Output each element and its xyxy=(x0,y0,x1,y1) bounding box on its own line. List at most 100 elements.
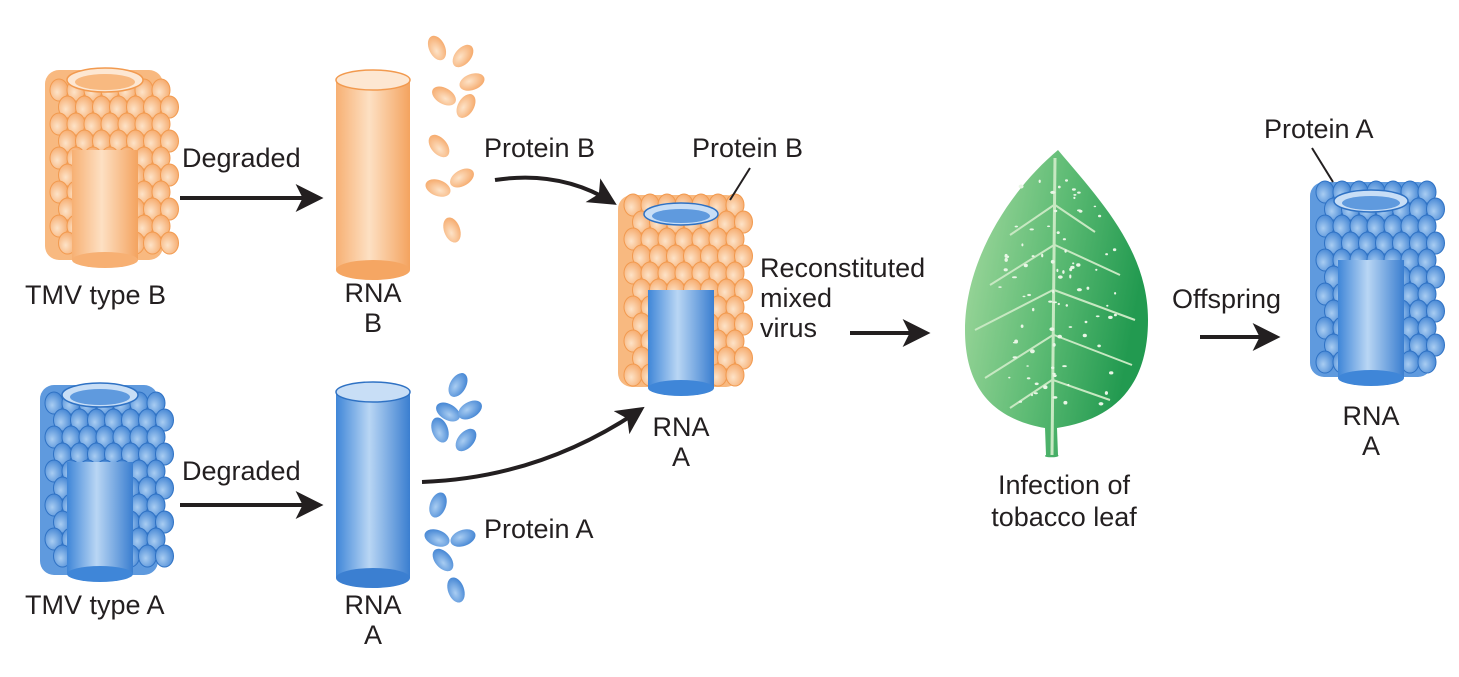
lesion-speck xyxy=(1064,249,1067,253)
arrow-rna-a-to-mixed xyxy=(421,406,645,484)
lesion-speck xyxy=(1105,253,1108,256)
label-rna-a-line2: A xyxy=(364,620,382,650)
label-offspring-rna-line1: RNA xyxy=(1342,401,1399,431)
lesion-speck xyxy=(1023,263,1028,268)
lesion-speck xyxy=(1098,214,1102,218)
lesion-speck xyxy=(1097,344,1101,348)
label-mixed-rna-line1: RNA xyxy=(652,412,709,442)
lesion-speck xyxy=(1056,231,1060,235)
lesion-speck xyxy=(1062,365,1067,368)
label-degraded-bottom: Degraded xyxy=(182,456,301,486)
lesion-speck xyxy=(1052,301,1058,304)
lesion-speck xyxy=(1048,300,1053,303)
lesion-speck xyxy=(1076,288,1082,292)
tmv-type-b-virus xyxy=(45,67,179,268)
protein-subunit xyxy=(155,510,174,534)
lesion-speck xyxy=(1047,225,1051,228)
lesion-speck xyxy=(1027,293,1031,297)
tobacco-leaf xyxy=(965,150,1148,458)
lesion-speck xyxy=(1012,356,1018,359)
lesion-speck xyxy=(1062,270,1065,274)
lesion-speck xyxy=(1052,289,1055,294)
protein-subunit xyxy=(734,210,753,234)
lesion-speck xyxy=(998,286,1002,288)
lesion-speck xyxy=(1012,276,1017,279)
lesion-speck xyxy=(1004,257,1008,262)
lesion-speck xyxy=(1065,304,1069,307)
protein-subunit xyxy=(1417,214,1437,238)
lesion-speck xyxy=(1051,366,1055,370)
lesion-speck xyxy=(1057,275,1063,279)
free-protein-b-drops xyxy=(425,35,485,243)
lesion-speck xyxy=(1095,268,1098,271)
lesion-speck xyxy=(1056,268,1059,273)
lesion-speck xyxy=(1072,262,1075,265)
mixed-virus xyxy=(618,193,753,396)
label-protein-a-free: Protein A xyxy=(484,514,594,544)
lesion-speck xyxy=(1018,184,1024,189)
lesion-speck xyxy=(1022,295,1026,298)
lesion-speck xyxy=(1004,253,1008,258)
lesion-speck xyxy=(1030,349,1035,354)
lesion-speck xyxy=(1068,326,1073,328)
protein-subunit xyxy=(734,312,753,336)
lesion-speck xyxy=(1029,228,1034,231)
lesion-speck xyxy=(1018,400,1023,403)
lesion-speck xyxy=(1052,372,1056,375)
lesion-speck xyxy=(1113,313,1117,317)
protein-subunit xyxy=(151,78,171,102)
lesion-speck xyxy=(1063,400,1068,405)
lesion-speck xyxy=(1070,265,1075,269)
lesion-speck xyxy=(1106,304,1109,307)
lesion-speck xyxy=(1052,374,1057,377)
label-tmv-type-b: TMV type B xyxy=(25,280,166,310)
lesion-speck xyxy=(1077,191,1081,194)
protein-subunit xyxy=(734,346,753,370)
lesion-speck xyxy=(1067,383,1070,387)
free-protein-a-drops xyxy=(424,373,482,603)
lesion-speck xyxy=(1026,365,1029,367)
protein-subunit xyxy=(1426,231,1445,255)
protein-subunit xyxy=(155,544,174,568)
lesion-speck xyxy=(1108,315,1113,319)
protein-subunit xyxy=(146,425,166,449)
protein-subunit xyxy=(725,363,745,387)
lesion-speck xyxy=(1095,315,1100,318)
arrow-protein-b-to-mixed xyxy=(494,175,617,205)
protein-subunit xyxy=(1426,197,1445,221)
protein-subunit xyxy=(160,197,179,221)
leader-protein-b xyxy=(729,167,751,201)
protein-subunit xyxy=(1417,350,1437,374)
lesion-speck xyxy=(1038,179,1041,183)
protein-subunit xyxy=(734,278,753,302)
label-reconstituted-line1: Reconstituted xyxy=(760,253,925,283)
label-protein-a-offspring: Protein A xyxy=(1264,114,1374,144)
protein-subunit xyxy=(160,95,179,119)
protein-subunit xyxy=(623,363,643,387)
lesion-speck xyxy=(1014,225,1018,228)
lesion-speck xyxy=(1109,371,1114,375)
label-degraded-top: Degraded xyxy=(182,143,301,173)
protein-subunit xyxy=(155,408,174,432)
leader-protein-a xyxy=(1311,147,1334,183)
lesion-speck xyxy=(1050,259,1055,264)
lesion-speck xyxy=(1050,190,1056,194)
label-infection-line1: Infection of xyxy=(998,470,1131,500)
lesion-speck xyxy=(1065,179,1068,182)
lesion-speck xyxy=(1077,209,1082,212)
protein-subunit xyxy=(725,227,745,251)
lesion-speck xyxy=(1093,205,1097,208)
protein-subunit xyxy=(734,244,753,268)
lesion-speck xyxy=(1052,343,1056,347)
label-reconstituted-line3: virus xyxy=(760,313,817,343)
lesion-speck xyxy=(1073,194,1077,196)
lesion-speck xyxy=(1049,327,1055,332)
protein-subunit xyxy=(155,476,174,500)
lesion-speck xyxy=(1026,377,1031,380)
lesion-speck xyxy=(1052,396,1058,399)
protein-subunit xyxy=(160,163,179,187)
protein-subunit xyxy=(1417,180,1437,204)
protein-subunit xyxy=(151,180,171,204)
protein-subunit xyxy=(725,329,745,353)
